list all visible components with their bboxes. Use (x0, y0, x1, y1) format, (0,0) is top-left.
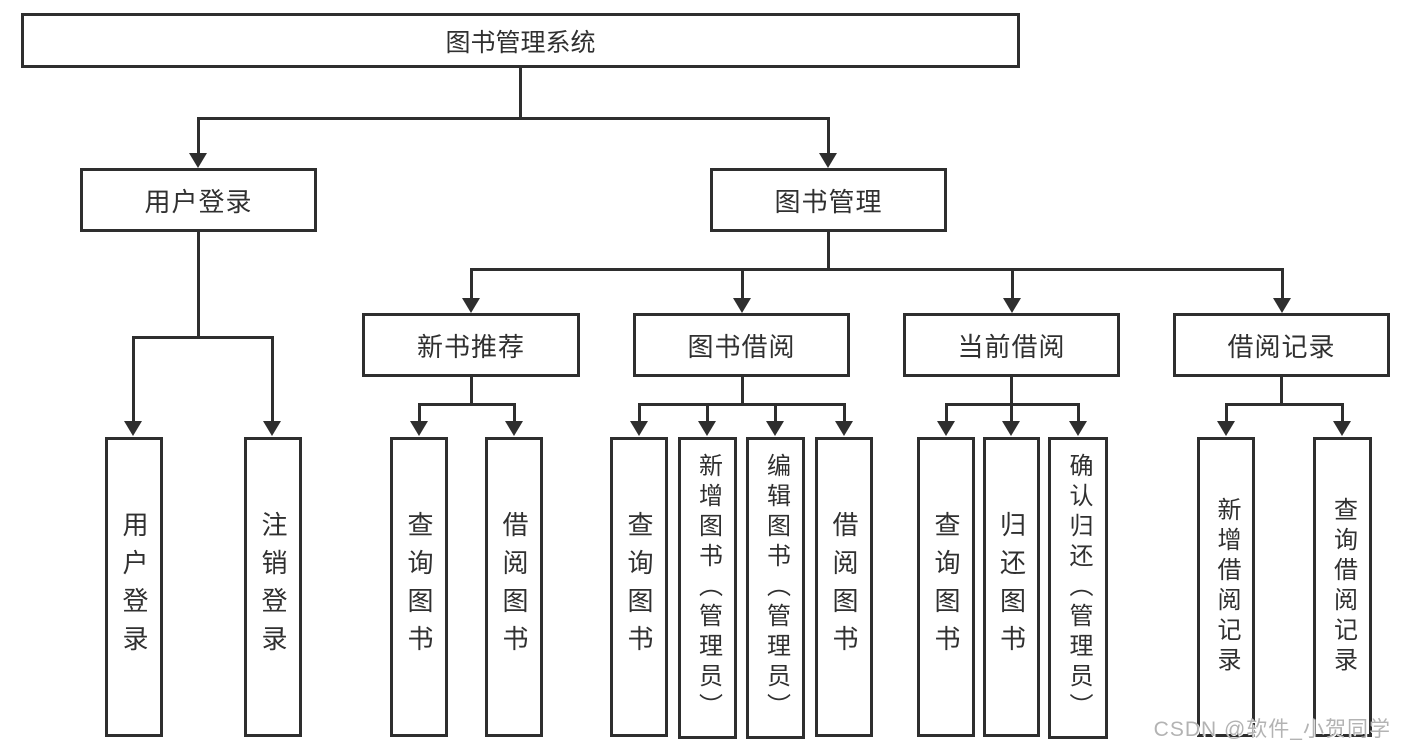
node-label: 图书借阅 (687, 331, 796, 362)
node-library-management-system: 图书管理系统 (21, 13, 1020, 68)
node-label: 图书管理 (774, 186, 883, 217)
arrowhead-cb-query (937, 421, 955, 436)
node-nr-borrow-books: 借阅图书 (485, 437, 543, 737)
connector-to-rec-add (1225, 403, 1228, 422)
node-label: 查询图书 (624, 511, 654, 663)
connector-to-cb-return (1010, 403, 1013, 422)
node-rec-query-record: 查询借阅记录 (1313, 437, 1372, 737)
arrowhead-bb-query (630, 421, 648, 436)
node-label: 用户登录 (144, 186, 253, 217)
arrowhead-book-borrow (733, 298, 751, 313)
node-label: 新增图书（管理员） (694, 453, 722, 723)
node-label: 确认归还（管理员） (1065, 453, 1092, 723)
arrowhead-rec-query (1333, 421, 1351, 436)
arrowhead-book-management (819, 153, 837, 168)
connector-records-stem (1280, 377, 1283, 405)
arrowhead-bb-add (698, 421, 716, 436)
node-login: 用户登录 (105, 437, 163, 737)
node-cb-confirm-return-admin: 确认归还（管理员） (1048, 437, 1108, 739)
connector-user-login-stem (197, 232, 200, 338)
node-label: 查询借阅记录 (1329, 497, 1357, 677)
node-label: 新书推荐 (416, 331, 525, 362)
node-label: 查询图书 (404, 511, 434, 663)
connector-to-bb-edit (774, 403, 777, 422)
node-label: 借阅图书 (499, 511, 529, 663)
arrowhead-user-login (189, 153, 207, 168)
node-label: 当前借阅 (957, 331, 1066, 362)
node-cb-query-books: 查询图书 (917, 437, 975, 737)
node-label: 用户登录 (119, 511, 149, 663)
connector-new-book-stem (470, 377, 473, 405)
node-label: 借阅记录 (1227, 331, 1336, 362)
csdn-watermark: CSDN @软件_小贺同学 (1153, 718, 1391, 741)
node-label: 图书管理系统 (445, 28, 596, 57)
connector-to-bb-add (706, 403, 709, 422)
connector-book-mgmt-branch (470, 268, 1283, 271)
connector-records-branch (1225, 403, 1344, 406)
node-book-borrow: 图书借阅 (633, 313, 850, 377)
connector-to-login (132, 336, 135, 422)
node-bb-borrow-books: 借阅图书 (815, 437, 873, 737)
node-label: 借阅图书 (829, 511, 859, 663)
connector-to-book-borrow (741, 268, 744, 299)
arrowhead-bb-edit (766, 421, 784, 436)
connector-to-cb-confirm (1077, 403, 1080, 422)
connector-root-branch (197, 117, 830, 120)
connector-book-borrow-stem (741, 377, 744, 405)
arrowhead-current-borrow (1003, 298, 1021, 313)
connector-to-rec-query (1341, 403, 1344, 422)
connector-to-logout (271, 336, 274, 422)
node-label: 归还图书 (996, 511, 1027, 663)
arrowhead-rec-add (1217, 421, 1235, 436)
node-user-login: 用户登录 (80, 168, 317, 232)
connector-to-current-borrow (1011, 268, 1014, 299)
arrowhead-nr-borrow (505, 421, 523, 436)
node-label: 新增借阅记录 (1213, 497, 1240, 677)
connector-to-book-management (827, 117, 830, 155)
connector-to-new-book (470, 268, 473, 299)
connector-user-login-branch (132, 336, 274, 339)
node-label: 编辑图书（管理员） (762, 453, 790, 723)
connector-to-borrow-records (1281, 268, 1284, 299)
node-new-book-recommend: 新书推荐 (362, 313, 580, 377)
node-nr-query-books: 查询图书 (390, 437, 448, 737)
connector-to-bb-borrow (843, 403, 846, 422)
node-borrow-records: 借阅记录 (1173, 313, 1390, 377)
arrowhead-cb-return (1002, 421, 1020, 436)
arrowhead-logout (263, 421, 281, 436)
connector-new-book-branch (418, 403, 515, 406)
node-cb-return-books: 归还图书 (983, 437, 1040, 737)
node-bb-add-books-admin: 新增图书（管理员） (678, 437, 737, 739)
node-label: 注销登录 (258, 511, 288, 663)
arrowhead-login (124, 421, 142, 436)
arrowhead-bb-borrow (835, 421, 853, 436)
connector-to-user-login (197, 117, 200, 155)
connector-current-stem (1010, 377, 1013, 405)
node-book-management: 图书管理 (710, 168, 947, 232)
node-logout: 注销登录 (244, 437, 302, 737)
arrowhead-borrow-records (1273, 298, 1291, 313)
connector-to-cb-query (945, 403, 948, 422)
connector-to-nr-query (418, 403, 421, 422)
arrowhead-new-book (462, 298, 480, 313)
node-current-borrow: 当前借阅 (903, 313, 1120, 377)
connector-to-bb-query (638, 403, 641, 422)
arrowhead-nr-query (410, 421, 428, 436)
node-label: 查询图书 (931, 511, 961, 663)
node-bb-query-books: 查询图书 (610, 437, 668, 737)
connector-book-mgmt-stem (827, 232, 830, 270)
node-rec-add-record: 新增借阅记录 (1197, 437, 1255, 737)
node-bb-edit-books-admin: 编辑图书（管理员） (746, 437, 805, 739)
arrowhead-cb-confirm (1069, 421, 1087, 436)
connector-root-stem (519, 68, 522, 118)
connector-book-borrow-branch (638, 403, 846, 406)
connector-to-nr-borrow (513, 403, 516, 422)
